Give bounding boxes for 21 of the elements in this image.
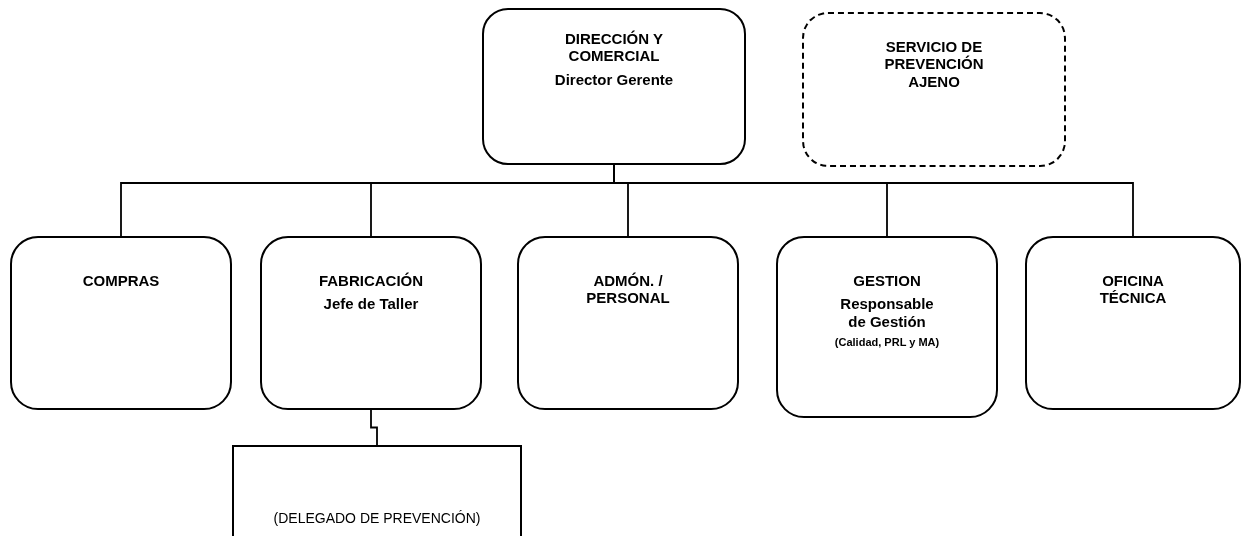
org-unit-box	[1025, 236, 1241, 410]
unit-title: GESTION	[853, 272, 921, 290]
org-unit-box	[802, 12, 1066, 167]
unit-subtitle: (Calidad, PRL y MA)	[834, 335, 940, 349]
unit-title: DIRECCIÓN Y COMERCIAL	[563, 30, 665, 65]
org-unit-box	[482, 8, 746, 165]
org-unit-box	[10, 236, 232, 410]
unit-subtitle: Director Gerente	[554, 70, 674, 88]
connector-line	[370, 409, 378, 446]
org-unit-box	[260, 236, 482, 410]
unit-title: FABRICACIÓN	[318, 272, 424, 290]
unit-subtitle: Responsable de Gestión	[839, 295, 935, 330]
unit-title: OFICINA TÉCNICA	[1098, 272, 1168, 307]
unit-title: (DELEGADO DE PREVENCIÓN)	[273, 509, 481, 526]
unit-title: SERVICIO DE PREVENCIÓN AJENO	[883, 38, 985, 90]
org-unit-box	[517, 236, 739, 410]
org-unit-box	[776, 236, 998, 418]
unit-title: ADMÓN. / PERSONAL	[585, 272, 671, 307]
org-unit-box	[232, 445, 522, 536]
unit-subtitle: Jefe de Taller	[323, 295, 419, 313]
unit-title: COMPRAS	[82, 272, 160, 290]
